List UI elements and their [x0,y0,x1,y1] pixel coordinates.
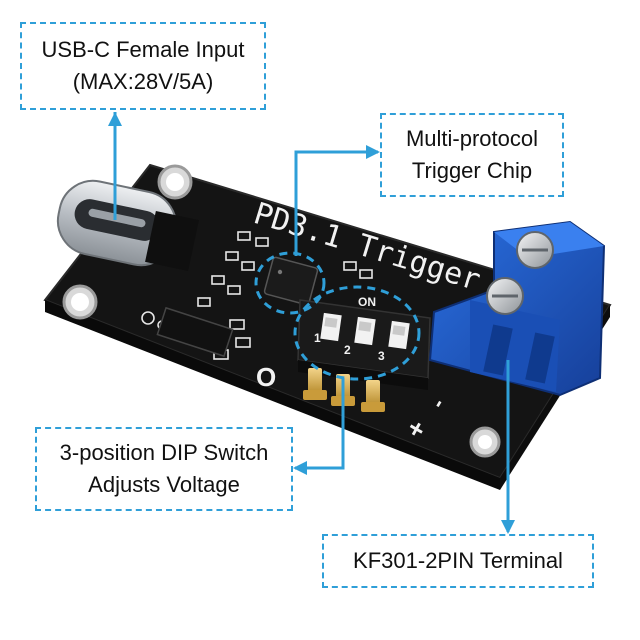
dip-number-1: 1 [314,331,321,345]
pad-label: O [256,362,276,392]
callout-chip-line1: Multi-protocol [405,126,539,151]
callout-chip-line2: Trigger Chip [411,158,533,183]
callout-terminal-block: KF301-2PIN Terminal [322,534,594,588]
callout-usb-title: USB-C Female Input [41,37,245,62]
callout-usb-input: USB-C Female Input (MAX:28V/5A) [20,22,266,110]
callout-trigger-chip: Multi-protocol Trigger Chip [380,113,564,197]
highlight-circles [254,251,421,381]
callout-dip-line1: 3-position DIP Switch [59,440,269,465]
terminal-screws [486,231,554,315]
dip-on-label: ON [358,295,376,309]
callout-connectors [108,112,515,534]
callout-dip-line2: Adjusts Voltage [88,472,240,497]
dip-number-2: 2 [344,343,351,357]
mounting-holes [62,164,501,458]
callout-terminal-line1: KF301-2PIN Terminal [353,548,563,573]
dip-switch [297,299,431,390]
usb-c-connector [56,179,199,272]
regulator-ic [156,306,234,358]
callout-dip-switch: 3-position DIP Switch Adjusts Voltage [35,427,293,511]
trigger-chip [263,256,319,306]
dip-number-3: 3 [378,349,385,363]
callout-usb-rating: (MAX:28V/5A) [72,69,214,94]
